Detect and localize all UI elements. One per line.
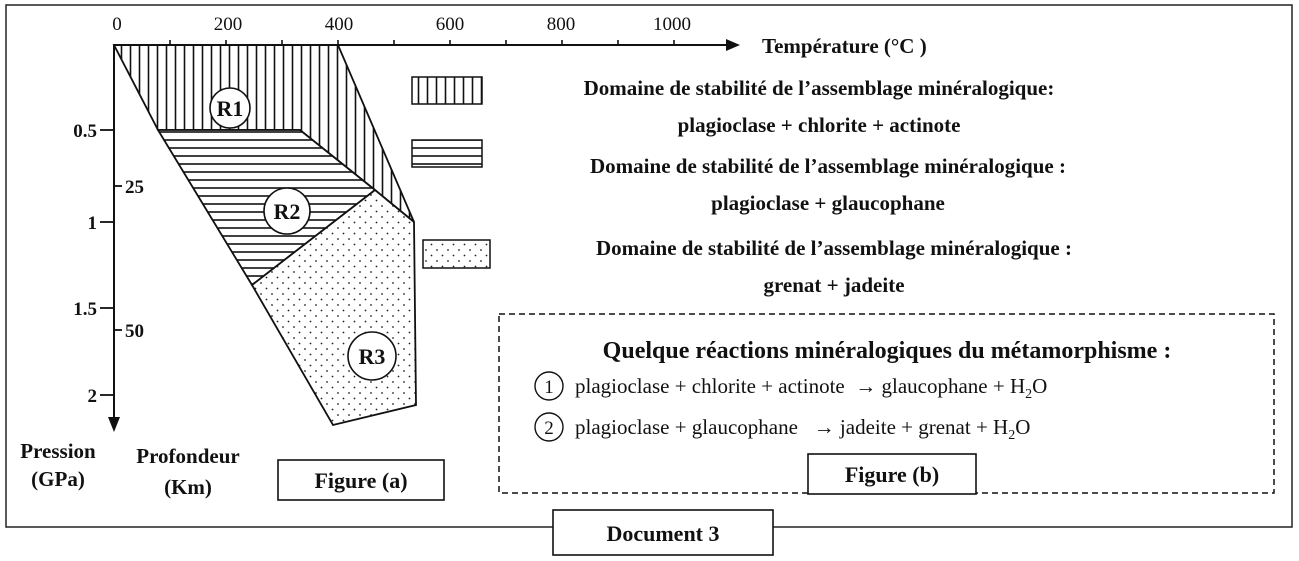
depth-tick-50: 50 (125, 321, 144, 342)
pressure-axis-unit: (GPa) (31, 467, 85, 491)
legend: Domaine de stabilité de l’assemblage min… (411, 76, 1072, 297)
pressure-axis: 0.5 1 1.5 2 25 50 Pression (GPa) Profond… (20, 45, 240, 499)
reaction-2-text: plagioclase + glaucophane → jadeite + gr… (575, 415, 1030, 443)
temperature-axis-label: Température (°C ) (762, 34, 927, 58)
pressure-tick-0-5: 0.5 (73, 121, 97, 142)
figure-b-title: Quelque réactions minéralogiques du méta… (603, 338, 1172, 364)
figure-b-caption: Figure (b) (807, 453, 977, 495)
depth-axis-unit: (Km) (164, 475, 212, 499)
temperature-tick-800: 800 (547, 14, 576, 35)
temperature-tick-0: 0 (112, 14, 122, 35)
pressure-tick-2: 2 (88, 386, 98, 407)
figure-b: Quelque réactions minéralogiques du méta… (498, 313, 1275, 495)
legend-swatch-dots (422, 239, 491, 269)
temperature-tick-600: 600 (436, 14, 465, 35)
region-r2-label: R2 (263, 187, 311, 235)
reaction-2-number: 2 (534, 412, 564, 442)
reaction-1-number: 1 (534, 371, 564, 401)
svg-text:Figure (a): Figure (a) (314, 468, 407, 493)
temperature-tick-1000: 1000 (653, 14, 691, 35)
legend-item-2-line1: Domaine de stabilité de l’assemblage min… (590, 154, 1066, 178)
svg-text:R1: R1 (217, 96, 244, 121)
svg-text:2: 2 (544, 418, 554, 439)
legend-item-3-line2: grenat + jadeite (763, 273, 904, 297)
svg-text:Document 3: Document 3 (606, 521, 719, 546)
depth-tick-25: 25 (125, 177, 144, 198)
temperature-axis: 0 200 400 600 800 1000 Température (°C ) (112, 14, 926, 58)
figure-a: R1 R2 R3 0 (20, 14, 927, 501)
pressure-tick-1-5: 1.5 (73, 299, 97, 320)
svg-text:R3: R3 (359, 344, 386, 369)
svg-text:1: 1 (544, 377, 554, 398)
reaction-1-text: plagioclase + chlorite + actinote → glau… (575, 374, 1047, 402)
svg-text:R2: R2 (274, 199, 301, 224)
legend-item-2-line2: plagioclase + glaucophane (711, 191, 945, 215)
region-r1-label: R1 (209, 87, 251, 129)
region-r3-label: R3 (347, 331, 397, 381)
legend-swatch-vertical-lines (411, 76, 483, 105)
document-label: Document 3 (552, 509, 774, 556)
figure-a-caption: Figure (a) (277, 459, 445, 501)
legend-item-3-line1: Domaine de stabilité de l’assemblage min… (596, 236, 1072, 260)
temperature-tick-400: 400 (325, 14, 354, 35)
svg-text:Figure (b): Figure (b) (845, 462, 939, 487)
legend-item-1-line2: plagioclase + chlorite + actinote (678, 113, 961, 137)
pressure-axis-label: Pression (20, 439, 96, 463)
legend-swatch-horizontal-lines (411, 139, 483, 168)
pressure-tick-1: 1 (88, 213, 98, 234)
temperature-tick-200: 200 (214, 14, 243, 35)
depth-axis-label: Profondeur (136, 444, 239, 468)
legend-item-1-line1: Domaine de stabilité de l’assemblage min… (584, 76, 1055, 100)
